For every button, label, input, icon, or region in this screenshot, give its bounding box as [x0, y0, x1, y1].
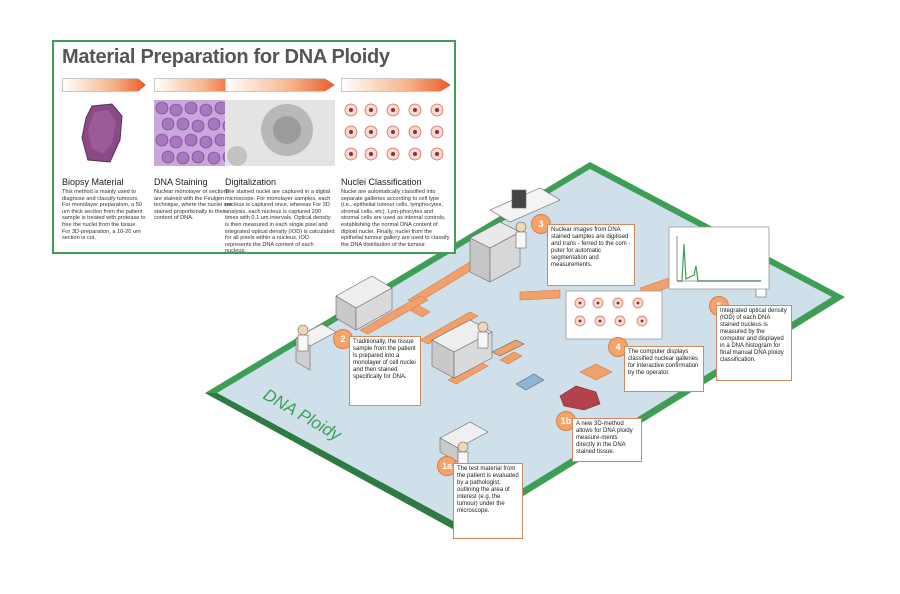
step-callout-2: Traditionally, the tissue sample from th…: [349, 336, 421, 406]
column-text: This method is mainly used to diagnose a…: [62, 189, 146, 242]
digitalization-image: [225, 100, 335, 166]
equipment-blocks: [295, 187, 561, 463]
process-arrow: [62, 78, 146, 92]
step-callout-1b: A new 3D-method allows for DNA ploidy me…: [572, 418, 642, 462]
step-callout-4: The computer displays classified nuclear…: [624, 346, 704, 392]
step-callout-3: Nuclear images from DNA stained samples …: [547, 224, 635, 286]
column-text: Nuclear monolayer or sections are staine…: [154, 189, 232, 222]
column-heading: Digitalization: [225, 177, 277, 187]
classification-image: [341, 100, 451, 166]
step-callout-5: Integrated optical density (IOD) of each…: [716, 305, 792, 381]
process-arrow: [341, 78, 451, 92]
column-digitalization: Digitalization The stained nuclei are ca…: [225, 78, 335, 255]
nuclei-gallery-board: [565, 290, 663, 340]
step-callout-1a: The test material from the patient is ev…: [453, 463, 523, 539]
column-heading: Biopsy Material: [62, 177, 124, 187]
column-text: Nuclei are automatically classified into…: [341, 189, 450, 248]
conveyor-paths: [359, 261, 691, 385]
platform-edge: [205, 393, 462, 534]
panel-title: Material Preparation for DNA Ploidy: [62, 46, 390, 68]
column-biopsy: Biopsy Material This method is mainly us…: [62, 78, 146, 242]
process-arrow: [225, 78, 335, 92]
biopsy-sample: [559, 385, 601, 411]
material-preparation-panel: Material Preparation for DNA Ploidy Biop…: [52, 40, 456, 254]
column-heading: Nuclei Classification: [341, 177, 422, 187]
column-heading: DNA Staining: [154, 177, 208, 187]
dna-histogram-board: [668, 226, 770, 290]
column-classification: Nuclei Classification Nuclei are automat…: [341, 78, 451, 248]
column-text: The stained nuclei are captured in a dig…: [225, 189, 335, 255]
biopsy-image: [81, 103, 123, 163]
